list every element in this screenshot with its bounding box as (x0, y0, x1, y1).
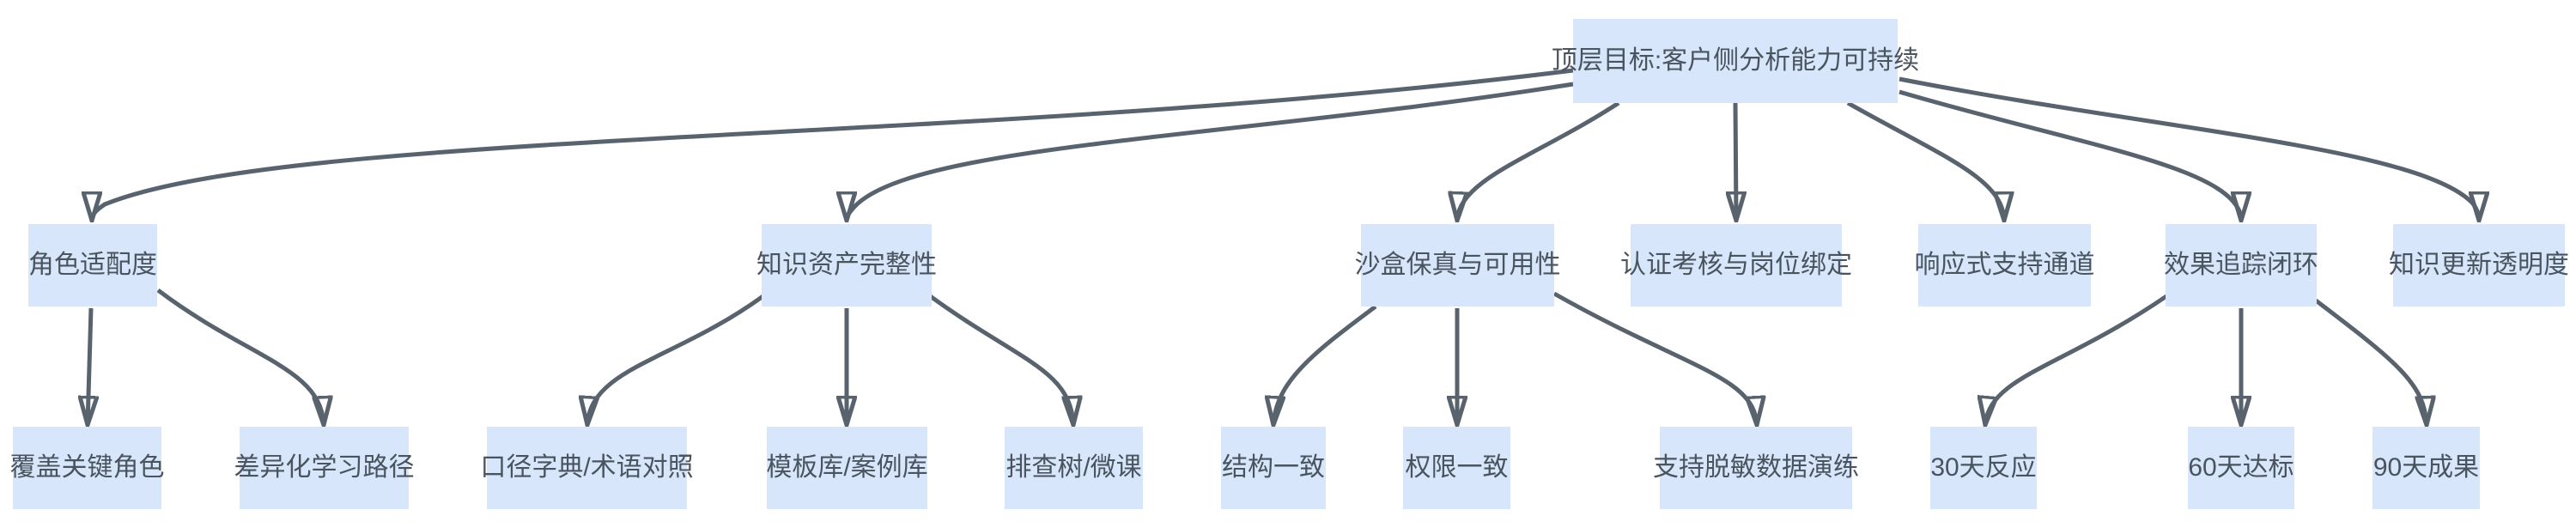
node-tracking-label: 效果追踪闭环 (2164, 251, 2318, 279)
node-structure: 结构一致 (1221, 427, 1326, 509)
edge-role-fit-to-diff-paths (156, 288, 324, 425)
node-knowledge-label: 知识资产完整性 (756, 251, 937, 279)
node-diff-paths: 差异化学习路径 (234, 427, 415, 509)
node-transparency-label: 知识更新透明度 (2389, 251, 2569, 279)
node-sandbox: 沙盒保真与可用性 (1355, 224, 1561, 306)
edge-top-goal-to-response (1846, 100, 2004, 221)
node-diff-paths-label: 差异化学习路径 (234, 453, 415, 482)
node-d90-label: 90天成果 (2372, 453, 2480, 482)
edge-top-goal-to-tracking (1899, 89, 2241, 221)
edge-role-fit-to-cover-roles (88, 307, 91, 425)
node-cert-label: 认证考核与岗位绑定 (1620, 251, 1852, 279)
edge-top-goal-to-cert (1735, 102, 1736, 221)
edge-tracking-to-d90 (2314, 299, 2427, 425)
node-tracking: 效果追踪闭环 (2164, 224, 2318, 306)
node-templates: 模板库/案例库 (766, 427, 928, 509)
node-perms-label: 权限一致 (1405, 453, 1509, 482)
node-templates-label: 模板库/案例库 (766, 453, 928, 482)
node-knowledge: 知识资产完整性 (756, 224, 937, 306)
node-response: 响应式支持通道 (1915, 224, 2095, 306)
edge-top-goal-to-transparency (1899, 76, 2479, 221)
node-tree-courses-label: 排查树/微课 (1005, 453, 1142, 482)
node-perms: 权限一致 (1403, 427, 1510, 509)
node-transparency: 知识更新透明度 (2389, 224, 2569, 306)
node-role-fit-label: 角色适配度 (28, 251, 157, 279)
node-response-label: 响应式支持通道 (1914, 251, 2095, 279)
node-sandbox-label: 沙盒保真与可用性 (1354, 251, 1561, 279)
node-cover-roles: 覆盖关键角色 (10, 427, 165, 509)
node-d60-label: 60天达标 (2188, 453, 2294, 482)
edge-sandbox-to-structure (1273, 304, 1377, 425)
edge-knowledge-to-dict (587, 293, 766, 425)
node-d30-label: 30天反应 (1930, 453, 2037, 482)
node-cert: 认证考核与岗位绑定 (1620, 224, 1852, 306)
node-dict: 口径字典/术语对照 (480, 427, 694, 509)
edge-top-goal-to-knowledge (847, 82, 1574, 221)
edge-top-goal-to-role-fit (92, 68, 1574, 221)
node-structure-label: 结构一致 (1222, 453, 1325, 482)
node-cover-roles-label: 覆盖关键角色 (9, 453, 165, 482)
node-masked-data: 支持脱敏数据演练 (1653, 427, 1859, 509)
node-masked-data-label: 支持脱敏数据演练 (1653, 453, 1859, 482)
edge-sandbox-to-masked-data (1552, 291, 1757, 425)
node-role-fit: 角色适配度 (28, 224, 157, 306)
edge-knowledge-to-tree-courses (927, 293, 1073, 425)
node-d90: 90天成果 (2372, 427, 2480, 509)
node-dict-label: 口径字典/术语对照 (480, 453, 694, 482)
node-tree-courses: 排查树/微课 (1005, 427, 1143, 509)
edge-tracking-to-d30 (1985, 294, 2168, 425)
node-top-goal: 顶层目标:客户侧分析能力可持续 (1552, 19, 1919, 103)
edge-top-goal-to-sandbox (1457, 100, 1620, 221)
node-top-goal-label: 顶层目标:客户侧分析能力可持续 (1551, 46, 1920, 75)
node-d30: 30天反应 (1930, 427, 2037, 509)
node-d60: 60天达标 (2188, 427, 2294, 509)
